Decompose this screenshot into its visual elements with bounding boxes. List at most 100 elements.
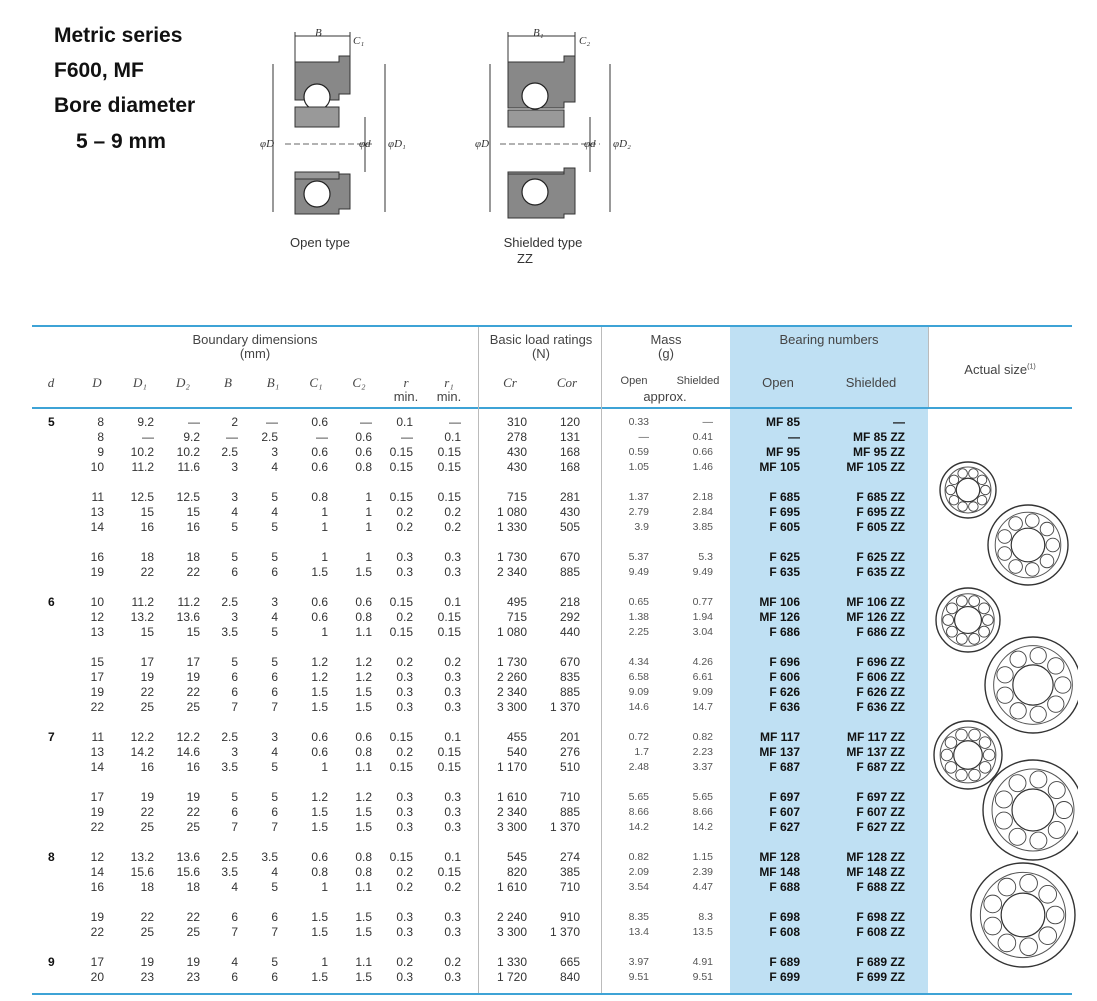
actual-size-ball <box>968 632 981 645</box>
actual-size-ball <box>946 625 958 638</box>
table-cell: 0.3 <box>396 670 413 684</box>
table-cell: 430 <box>559 505 580 519</box>
table-cell: F 699 <box>769 970 800 984</box>
actual-size-ball <box>980 484 991 496</box>
header-mass-unit: (g) <box>658 346 674 361</box>
table-cell: 0.3 <box>396 685 413 699</box>
table-cell: 276 <box>559 745 580 759</box>
table-cell: 3 300 <box>496 820 527 834</box>
actual-size-ball <box>1019 937 1038 957</box>
table-cell: 0.6 <box>311 415 328 429</box>
table-cell: 0.2 <box>396 520 413 534</box>
actual-size-ball <box>945 484 956 496</box>
table-cell: 0.1 <box>444 430 461 444</box>
table-cell: MF 148 <box>759 865 800 879</box>
table-cell: 0.3 <box>444 805 461 819</box>
table-cell: 510 <box>559 760 580 774</box>
sym-D2: D₂ <box>176 375 190 390</box>
table-cell: 0.15 <box>389 850 413 864</box>
table-cell: 0.3 <box>444 910 461 924</box>
actual-size-ball <box>948 494 960 506</box>
table-cell: 1 330 <box>496 520 527 534</box>
table-cell: 1.1 <box>355 625 372 639</box>
table-cell: 0.33 <box>628 416 649 428</box>
actual-size-ball <box>978 625 990 638</box>
table-cell: — <box>142 430 154 444</box>
actual-size-ball <box>1039 521 1055 537</box>
table-cell: 16 <box>186 520 200 534</box>
table-cell: F 696 ZZ <box>856 655 905 669</box>
table-cell: 0.6 <box>355 730 372 744</box>
table-cell: F 697 ZZ <box>856 790 905 804</box>
table-cell: 3 300 <box>496 700 527 714</box>
table-cell: 3 <box>271 730 278 744</box>
cell-bore-d: 7 <box>48 730 55 744</box>
table-cell: 1 <box>321 520 328 534</box>
actual-size-ball <box>968 468 979 479</box>
table-cell: 1.2 <box>355 655 372 669</box>
actual-size-ball <box>955 728 968 742</box>
table-cell: 0.8 <box>355 850 372 864</box>
actual-size-ball <box>997 933 1017 953</box>
table-cell: 9.51 <box>692 971 713 983</box>
table-cell: 2 340 <box>496 685 527 699</box>
table-cell: F 636 <box>769 700 800 714</box>
table-cell: — <box>788 430 800 444</box>
table-cell: F 688 <box>769 880 800 894</box>
table-cell: 11.2 <box>131 460 154 474</box>
table-cell: 22 <box>90 925 104 939</box>
table-cell: 13.2 <box>130 610 154 624</box>
table-cell: 2 260 <box>496 670 527 684</box>
table-cell: 0.6 <box>311 445 328 459</box>
table-cell: 292 <box>559 610 580 624</box>
table-cell: 278 <box>506 430 527 444</box>
header-load: Basic load ratings <box>489 332 593 347</box>
table-cell: 1.2 <box>311 670 328 684</box>
actual-size-ball <box>1047 781 1066 800</box>
svg-text:φd: φd <box>584 138 596 150</box>
table-cell: F 689 ZZ <box>856 955 905 969</box>
actual-size-race <box>991 768 1075 852</box>
table-cell: 495 <box>506 595 527 609</box>
table-cell: 0.2 <box>396 655 413 669</box>
table-cell: 5 <box>271 550 278 564</box>
cell-bore-d: 5 <box>48 415 55 429</box>
table-cell: 25 <box>186 820 200 834</box>
table-cell: 2.23 <box>692 746 713 758</box>
table-cell: 11 <box>91 730 104 744</box>
table-cell: 19 <box>186 955 200 969</box>
table-cell: 0.2 <box>396 865 413 879</box>
table-cell: 22 <box>186 910 200 924</box>
table-cell: 14.2 <box>692 821 713 833</box>
table-cell: MF 105 <box>759 460 800 474</box>
table-cell: MF 148 ZZ <box>846 865 905 879</box>
table-cell: 3.5 <box>221 760 238 774</box>
table-cell: 5 <box>231 790 238 804</box>
actual-size-ball <box>1008 774 1027 793</box>
table-cell: F 607 <box>769 805 800 819</box>
table-cell: 0.1 <box>444 595 461 609</box>
table-cell: 19 <box>140 670 154 684</box>
table-cell: 13.2 <box>130 850 154 864</box>
actual-size-ball <box>955 632 968 645</box>
table-cell: 0.3 <box>396 925 413 939</box>
table-cell: 440 <box>559 625 580 639</box>
table-cell: 1 <box>365 520 372 534</box>
table-cell: 131 <box>559 430 580 444</box>
table-cell: 1.5 <box>311 700 328 714</box>
table-cell: F 695 <box>769 505 800 519</box>
table-cell: 6 <box>271 685 278 699</box>
table-cell: 0.8 <box>355 610 372 624</box>
table-cell: 0.2 <box>444 505 461 519</box>
actual-size-ball <box>968 728 981 742</box>
table-cell: 0.3 <box>396 910 413 924</box>
table-cell: 15 <box>140 505 154 519</box>
table-cell: 11.6 <box>177 460 200 474</box>
table-cell: 9.51 <box>628 971 649 983</box>
table-cell: 5 <box>271 880 278 894</box>
actual-size-ball <box>1029 831 1048 850</box>
table-cell: 665 <box>559 955 580 969</box>
table-cell: F 625 ZZ <box>856 550 905 564</box>
table-cell: 1.2 <box>355 790 372 804</box>
cell-bore-d: 8 <box>48 850 55 864</box>
